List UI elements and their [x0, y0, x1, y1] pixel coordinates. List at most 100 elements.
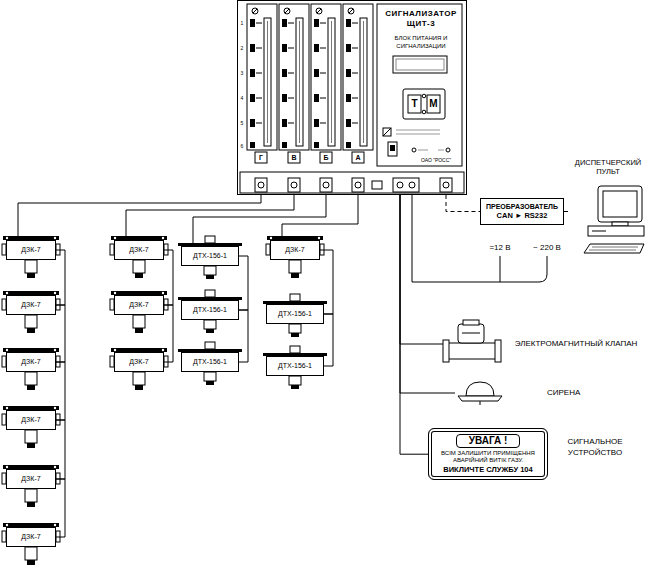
key-dot — [422, 110, 426, 114]
sensor-housing — [178, 342, 242, 385]
power-switch — [388, 142, 397, 156]
keyboard-keys — [589, 247, 638, 250]
sensor-housing — [2, 236, 60, 278]
control-panel — [377, 4, 462, 166]
console-label: ДИСПЕТЧЕРСКИЙ ПУЛЬТ — [570, 158, 646, 176]
coil-line — [462, 333, 480, 334]
unit-title: БЛОК ПИТАНИЯ И СИГНАЛИЗАЦИИ — [386, 35, 456, 50]
signal-cable — [239, 310, 248, 362]
signal-cable — [56, 479, 65, 537]
row-number: 6 — [238, 142, 246, 150]
gas-sensor: ДТХ-156-1 — [181, 246, 239, 266]
letter-box — [288, 152, 300, 163]
unit-title: СИГНАЛИЗАТОР ЩИТ-3 — [380, 9, 462, 29]
gas-sensor: ДЗК-7 — [6, 240, 56, 260]
signal-cable — [400, 195, 443, 344]
supply-label: ~ 220 В — [526, 243, 568, 253]
cable-gland — [255, 178, 267, 192]
alarm-sign: УВАГА !ВСІМ ЗАЛИШИТИ ПРИМІЩЕННЯ АВАРІЙНИ… — [428, 428, 548, 480]
sensor-label: ДЗК-7 — [129, 301, 148, 309]
valve-flange — [495, 340, 501, 362]
signal-cable — [164, 250, 173, 305]
fine-print — [418, 150, 444, 151]
data-cable — [564, 211, 570, 212]
valve-coil — [458, 324, 484, 343]
sensor-housing — [178, 290, 242, 333]
sensor-label: ДЗК-7 — [21, 301, 40, 309]
sensor-housing — [110, 348, 168, 390]
valve-flange — [443, 340, 449, 362]
siren-flare — [458, 396, 502, 401]
solenoid-valve: ЭЛЕКТРОМАГНИТНЫЙ КЛАПАН — [443, 318, 639, 370]
cable-gland — [393, 178, 419, 192]
cable-gland — [352, 178, 364, 192]
key-label: Т — [408, 95, 421, 113]
signal-cable — [56, 305, 65, 362]
supply-label: =12 В — [484, 243, 516, 253]
signal-cable — [400, 195, 428, 454]
module — [279, 4, 309, 150]
sign-text: ВИКЛИЧТЕ СЛУЖБУ 104 — [443, 465, 532, 474]
sign-text: ВСІМ ЗАЛИШИТИ ПРИМІЩЕННЯ АВАРІЙНИЙ ВИТІК… — [435, 450, 541, 464]
siren: СИРЕНА — [455, 380, 605, 406]
row-number: 5 — [238, 119, 246, 127]
sensor-housing — [263, 346, 327, 389]
gland-nut — [397, 182, 403, 188]
gas-sensor: ДТХ-156-1 — [266, 356, 324, 376]
fine-print — [396, 130, 440, 134]
drive-slot — [592, 231, 606, 232]
gas-sensor: ДЗК-7 — [6, 295, 56, 315]
monitor-stand — [612, 222, 628, 226]
sensor-label: ДЗК-7 — [285, 246, 304, 254]
gland-nut — [355, 182, 361, 188]
valve-cap — [463, 320, 479, 325]
power-wire — [500, 256, 501, 282]
module — [247, 4, 277, 150]
keypad — [403, 89, 445, 119]
signalizer-unit: СИГНАЛИЗАТОР ЩИТ-3БЛОК ПИТАНИЯ И СИГНАЛИ… — [237, 0, 467, 195]
device-caption: СИГНАЛЬНОЕ УСТРОЙСТВО — [553, 437, 637, 458]
key — [427, 95, 440, 113]
module — [311, 4, 341, 150]
sensor-housing — [2, 523, 60, 565]
sensor-housing — [110, 291, 168, 333]
sensor-housing — [2, 406, 60, 448]
display-glass — [396, 59, 444, 70]
indicator-led — [412, 148, 416, 152]
sensor-housing — [110, 236, 168, 278]
signal-cable — [56, 250, 65, 305]
gland-nut — [258, 182, 264, 188]
row-number: 3 — [238, 69, 246, 77]
sensor-label: ДЗК-7 — [21, 358, 40, 366]
sensor-housing — [263, 294, 327, 337]
sensor-housing — [2, 465, 60, 507]
connector — [372, 181, 382, 189]
sensor-label: ДТХ-156-1 — [193, 252, 227, 260]
signal-cable — [193, 195, 326, 246]
cable-gland — [320, 178, 332, 192]
signal-cable — [56, 362, 65, 420]
sensor-housing — [2, 291, 60, 333]
channel-letter: А — [352, 152, 364, 163]
siren-stem — [480, 401, 481, 405]
letter-box — [320, 152, 332, 163]
logo-mark — [383, 128, 391, 136]
signal-cable — [282, 195, 358, 240]
key-label: М — [427, 95, 440, 113]
sensor-label: ДТХ-156-1 — [278, 310, 312, 318]
sensor-label: ДЗК-7 — [21, 416, 40, 424]
gas-sensor: ДТХ-156-1 — [266, 304, 324, 324]
gland-nut — [409, 182, 415, 188]
sensor-housing — [266, 236, 324, 278]
letter-box — [255, 152, 267, 163]
sensor-label: ДЗК-7 — [129, 358, 148, 366]
converter-label: CAN ► RS232 — [497, 211, 548, 220]
gland-nut — [291, 182, 297, 188]
key — [408, 95, 421, 113]
siren-dome — [466, 382, 494, 396]
channel-letter: Б — [320, 152, 332, 163]
gas-sensor: ДЗК-7 — [6, 469, 56, 489]
gas-sensor: ДЗК-7 — [6, 527, 56, 547]
dispatcher-console: ДИСПЕТЧЕРСКИЙ ПУЛЬТ — [570, 158, 646, 258]
